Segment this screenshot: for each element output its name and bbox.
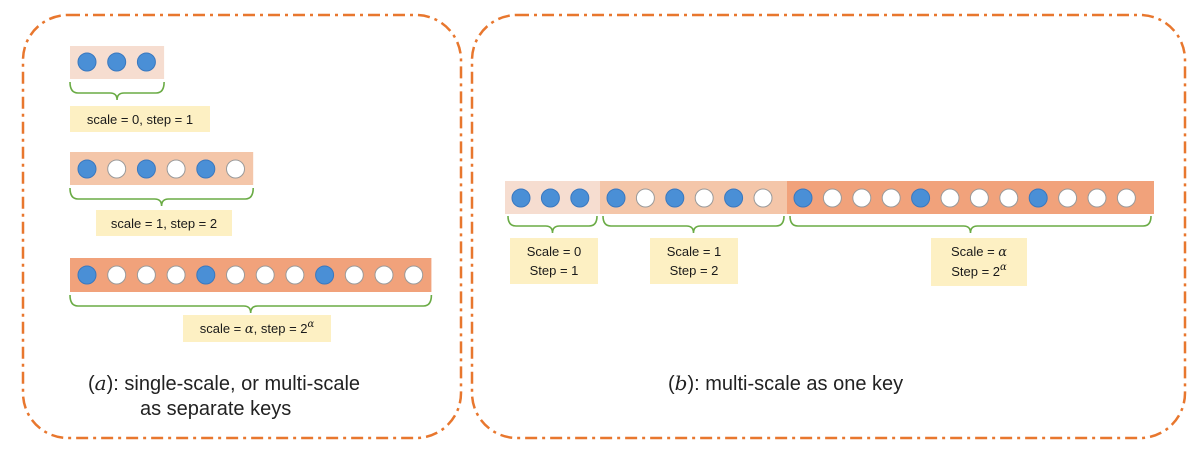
token-empty	[635, 188, 655, 208]
token-empty	[374, 265, 394, 285]
label-line2: Step = 1	[530, 263, 579, 278]
bar-a-row-1	[70, 152, 254, 185]
token-filled	[911, 188, 931, 208]
token-filled	[77, 265, 97, 285]
panel-b-frame	[470, 13, 1187, 440]
token-empty	[107, 159, 127, 179]
label-line2: Step = 2	[670, 263, 719, 278]
label-line1: Scale = α	[951, 244, 1007, 260]
panel-a	[69, 46, 433, 314]
token-filled	[136, 52, 156, 72]
token-filled	[724, 188, 744, 208]
token-empty	[881, 188, 901, 208]
token-filled	[570, 188, 590, 208]
label-box	[650, 238, 738, 284]
token-filled	[77, 52, 97, 72]
label-line2: Step = 2α	[951, 262, 1007, 279]
token-filled	[606, 188, 626, 208]
label-text: scale = 1, step = 2	[111, 216, 217, 231]
bar-a-row-2	[70, 258, 432, 292]
token-empty	[1116, 188, 1136, 208]
brace	[69, 294, 433, 314]
caption-a-line2: as separate keys	[140, 398, 291, 420]
token-empty	[753, 188, 773, 208]
label-line1: Scale = 0	[527, 244, 582, 259]
brace	[507, 215, 598, 234]
token-filled	[107, 52, 127, 72]
caption-a-line1: (a): single-scale, or multi-scale	[88, 371, 360, 395]
token-empty	[136, 265, 156, 285]
label-box	[70, 106, 210, 132]
label-box	[931, 238, 1027, 286]
token-filled	[793, 188, 813, 208]
token-empty	[255, 265, 275, 285]
brace	[69, 81, 165, 101]
token-filled	[1028, 188, 1048, 208]
token-empty	[344, 265, 364, 285]
token-empty	[1058, 188, 1078, 208]
token-filled	[315, 265, 335, 285]
brace	[602, 215, 785, 234]
token-empty	[107, 265, 127, 285]
token-filled	[665, 188, 685, 208]
label-a-row-2: scale = α, step = 2α	[183, 315, 331, 342]
label-a-row-0: scale = 0, step = 1	[70, 106, 210, 132]
token-empty	[166, 159, 186, 179]
label-line1: Scale = 1	[667, 244, 722, 259]
caption-b: (b): multi-scale as one key	[668, 371, 903, 395]
token-empty	[940, 188, 960, 208]
token-empty	[999, 188, 1019, 208]
token-filled	[196, 159, 216, 179]
token-empty	[969, 188, 989, 208]
token-empty	[166, 265, 186, 285]
panel-a-frame	[21, 13, 463, 440]
label-box	[96, 210, 232, 236]
label-box	[510, 238, 598, 284]
panel-b	[505, 181, 1154, 234]
token-empty	[285, 265, 305, 285]
token-empty	[694, 188, 714, 208]
token-empty	[404, 265, 424, 285]
token-filled	[77, 159, 97, 179]
label-b-seg-2: Scale = α Step = 2α	[931, 238, 1027, 286]
token-empty	[822, 188, 842, 208]
token-filled	[540, 188, 560, 208]
token-empty	[226, 265, 245, 285]
label-b-seg-0: Scale = 0 Step = 1	[510, 238, 598, 284]
token-empty	[1087, 188, 1107, 208]
brace	[69, 187, 254, 207]
label-text: scale = α, step = 2α	[200, 319, 315, 337]
label-b-seg-1: Scale = 1 Step = 2	[650, 238, 738, 284]
token-empty	[226, 159, 245, 179]
token-filled	[196, 265, 216, 285]
label-text: scale = 0, step = 1	[87, 112, 193, 127]
label-box	[183, 315, 331, 342]
label-a-row-1: scale = 1, step = 2	[96, 210, 232, 236]
token-empty	[852, 188, 872, 208]
brace	[789, 215, 1152, 234]
token-filled	[136, 159, 156, 179]
token-filled	[511, 188, 531, 208]
